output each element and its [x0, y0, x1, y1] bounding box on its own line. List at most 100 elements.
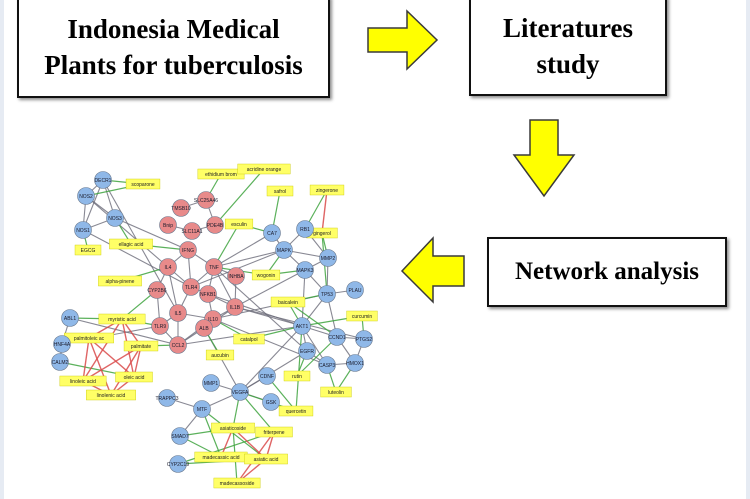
protein-node-circle: [53, 335, 71, 353]
compound-node-label: oleic acid: [124, 375, 145, 381]
interaction-edge: [85, 195, 169, 268]
disease-gene-node: SLC11A1: [181, 222, 203, 240]
protein-node-circle: [231, 383, 249, 401]
compound-node-label: gingerol: [313, 231, 331, 237]
disease-gene-node-circle: [206, 216, 224, 234]
protein-node-circle: [94, 171, 112, 189]
compound-node-box: [255, 426, 293, 438]
protein-node-label: AKT1: [296, 324, 309, 330]
disease-gene-node-circle: [227, 267, 245, 285]
compound-node-label: alpha-pinene: [106, 279, 135, 285]
protein-node-label: CA7: [267, 231, 277, 237]
protein-node: ABL1: [61, 309, 79, 327]
compound-node-label: friterpene: [263, 430, 284, 436]
compound-target-edge: [214, 168, 265, 226]
protein-node: MMP1: [202, 374, 220, 392]
disease-gene-node-label: TNF: [209, 265, 219, 271]
compound-node-box: [233, 333, 265, 345]
disease-gene-node: TMSB10: [171, 199, 191, 217]
compound-node-label: aucubin: [211, 353, 229, 359]
compound-node-box: [125, 178, 161, 190]
protein-node: NOS3: [106, 209, 124, 227]
compound-node: quercetin: [278, 405, 314, 417]
compound-node: safrol: [266, 185, 294, 197]
compound-target-edge: [295, 325, 303, 412]
compound-node-label: acridine orange: [247, 167, 282, 173]
literature-study-line1: Literatures: [503, 12, 633, 43]
compound-node-box: [278, 405, 314, 417]
protein-node: TP53: [318, 285, 336, 303]
medical-plants-line1: Indonesia Medical: [67, 13, 280, 44]
compound-node-label: baicalein: [278, 300, 298, 306]
compound-compound-edge: [82, 345, 142, 382]
disease-gene-node: INHBA: [227, 267, 245, 285]
protein-node-circle: [298, 342, 316, 360]
disease-gene-node: CCL2: [169, 336, 187, 354]
compound-target-edge: [296, 336, 338, 377]
disease-gene-node-circle: [197, 191, 215, 209]
protein-node-circle: [171, 427, 189, 445]
compound-node: EGCG: [74, 244, 102, 256]
compound-node-box: [244, 453, 288, 465]
disease-gene-node-circle: [182, 278, 200, 296]
compound-compound-edge: [110, 345, 142, 396]
compound-node-label: madecassoside: [220, 481, 255, 487]
disease-gene-node-label: NFKB1: [200, 292, 216, 298]
compound-node: luteolin: [320, 386, 352, 398]
protein-node: RB1: [296, 220, 314, 238]
interaction-edge: [213, 249, 285, 268]
disease-gene-node: TNF: [205, 258, 223, 276]
network-analysis-step-box: Network analysis: [487, 237, 727, 307]
protein-node: CA7: [263, 224, 281, 242]
disease-gene-node: IL5: [169, 304, 187, 322]
compound-node-box: [86, 389, 136, 401]
protein-node-label: NOS1: [76, 228, 90, 234]
compound-node: zingerone: [309, 184, 345, 196]
compound-node-label: asiaticoside: [220, 426, 246, 432]
protein-node-circle: [319, 249, 337, 267]
protein-node: VEGFA: [231, 383, 249, 401]
right-edge-strip: [746, 0, 750, 499]
disease-gene-node: Bnip: [159, 216, 177, 234]
compound-node-box: [346, 310, 378, 322]
protein-node-circle: [355, 330, 373, 348]
protein-node-label: CYP2C19: [167, 462, 189, 468]
protein-node-circle: [158, 389, 176, 407]
compound-node-label: palmitate: [131, 344, 152, 350]
compound-compound-edge: [82, 337, 90, 382]
compound-node-label: palmitoleic ac: [74, 336, 105, 342]
disease-gene-node-circle: [183, 222, 201, 240]
protein-node-circle: [296, 220, 314, 238]
protein-node-label: TRAPPC3: [155, 396, 178, 402]
compound-node: linolenic acid: [86, 389, 136, 401]
protein-node-label: TP53: [321, 292, 333, 298]
compound-node-label: esculin: [231, 222, 247, 228]
compound-node-label: curcumin: [352, 314, 373, 320]
compound-node-box: [211, 422, 255, 434]
compound-node-box: [109, 238, 153, 250]
protein-node-circle: [346, 281, 364, 299]
disease-gene-node-circle: [151, 317, 169, 335]
protein-node: AKT1: [293, 317, 311, 335]
compound-node: curcumin: [346, 310, 378, 322]
protein-node-circle: [51, 353, 69, 371]
protein-node: DECR1: [94, 171, 112, 189]
compound-target-edge: [177, 431, 275, 465]
protein-node: NOS2: [77, 187, 95, 205]
compound-node-box: [309, 184, 345, 196]
disease-gene-node-label: Bnip: [163, 223, 173, 229]
compound-node-box: [213, 477, 261, 489]
disease-gene-node-circle: [195, 319, 213, 337]
disease-gene-node-label: IL1B: [230, 305, 241, 311]
disease-gene-node-circle: [159, 216, 177, 234]
protein-node: EGFR: [298, 342, 316, 360]
protein-node-label: PLAU: [348, 288, 361, 294]
compound-compound-edge: [88, 337, 112, 396]
compound-node-box: [270, 296, 306, 308]
compound-node-label: wogonin: [257, 273, 276, 279]
protein-node: MAPK3: [296, 261, 314, 279]
disease-gene-node-circle: [148, 281, 166, 299]
protein-node-label: MMP1: [204, 381, 219, 387]
protein-node: MMP2: [319, 249, 337, 267]
compound-node-box: [237, 163, 291, 175]
